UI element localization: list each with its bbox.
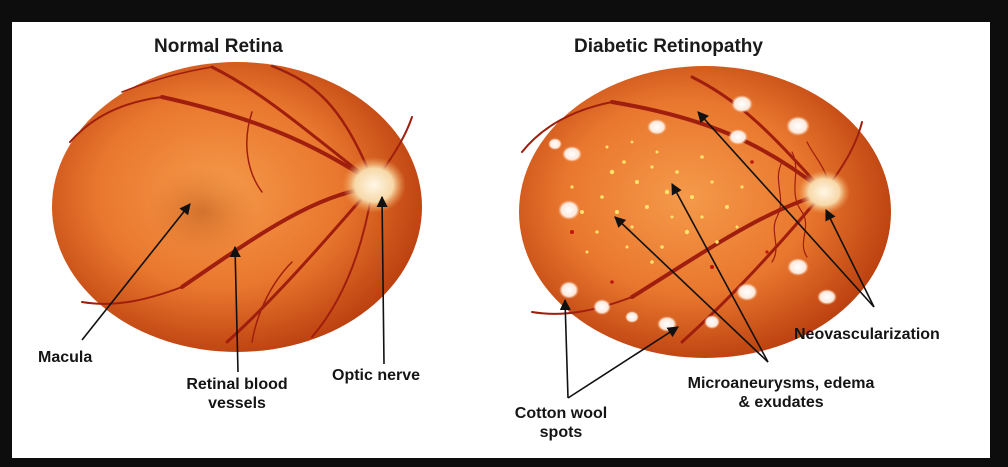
diagram-frame: Normal Retina Diabetic Retinopathy [12,22,990,458]
cotton-arrow-1 [565,300,568,398]
microaneurysms-label: Microaneurysms, edema & exudates [676,374,886,412]
micro-label-line2: & exudates [676,393,886,412]
retinal-blood-vessels-label: Retinal blood vessels [162,375,312,413]
cotton-wool-spots-label: Cotton wool spots [496,404,626,442]
dr-optic-disc [798,170,850,214]
optic-nerve-label: Optic nerve [332,366,420,385]
diabetic-retina-image [519,66,891,358]
micro-label-line1: Microaneurysms, edema [676,374,886,393]
optic-disc [342,157,406,213]
vessels-label-line2: vessels [162,394,312,413]
vessels-label-line1: Retinal blood [162,375,312,394]
macula-label: Macula [38,348,92,367]
cotton-label-line1: Cotton wool [496,404,626,423]
neovascularization-label: Neovascularization [794,325,940,344]
macula-region [147,167,257,257]
cotton-label-line2: spots [496,423,626,442]
